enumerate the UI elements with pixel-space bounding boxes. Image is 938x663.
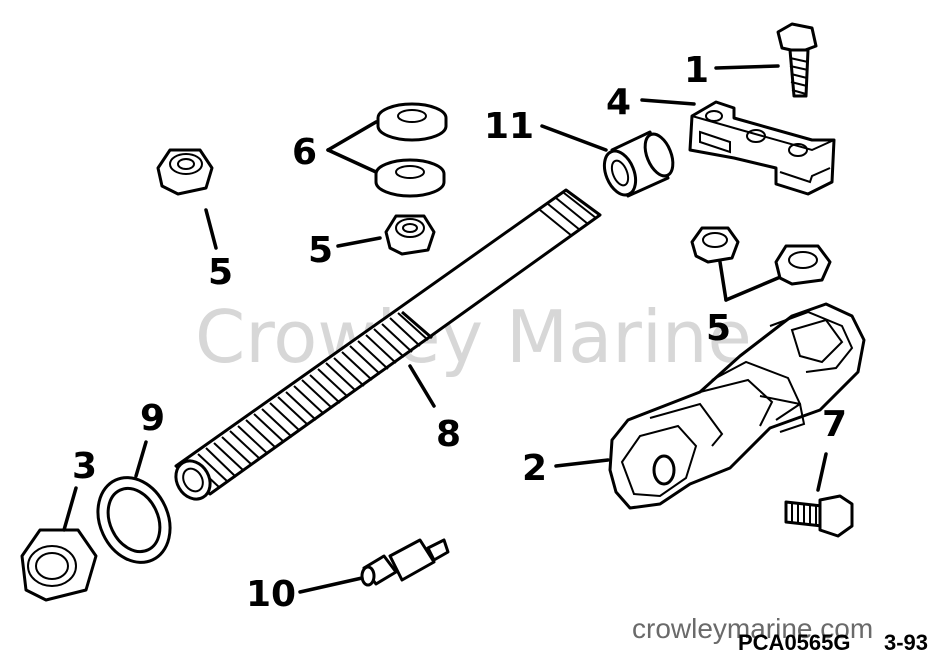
threaded-tube-part[interactable] [169,188,602,505]
figure-code-text: PCA0565G [738,630,851,655]
callout-9: 9 [140,398,165,439]
bolt-right-part[interactable] [784,494,854,538]
callout-4: 4 [606,82,631,123]
callout-5-left: 5 [208,252,233,293]
site-url-text: crowleymarine.com [632,613,873,644]
hex-nut-large-part[interactable] [20,528,98,602]
bolt-top-part[interactable] [776,22,818,98]
callout-11: 11 [484,106,534,147]
flat-washer-bottom-part[interactable] [374,158,446,198]
bracket-part[interactable] [688,100,836,196]
callout-10: 10 [246,574,296,615]
washer-ring-part[interactable] [85,466,184,574]
callout-2: 2 [522,448,547,489]
flat-washer-top-part[interactable] [376,102,448,142]
grease-fitting-part[interactable] [360,538,450,587]
callout-8: 8 [436,414,461,455]
callout-7: 7 [822,404,847,445]
nut-right-1-part[interactable] [690,226,740,264]
callout-5-right: 5 [706,308,731,349]
nut-right-2-part[interactable] [774,244,832,286]
bushing-part[interactable] [598,130,678,199]
watermark-text: Crowley Marine [195,295,752,379]
callout-6: 6 [292,132,317,173]
callout-1: 1 [684,50,709,91]
page-ref-text: 3-93 [884,630,928,655]
callout-3: 3 [72,446,97,487]
callout-5-center: 5 [308,230,333,271]
link-body-part[interactable] [608,302,866,510]
nut-left-part[interactable] [156,148,214,196]
nut-center-part[interactable] [384,214,436,256]
leader-lines [62,64,828,594]
